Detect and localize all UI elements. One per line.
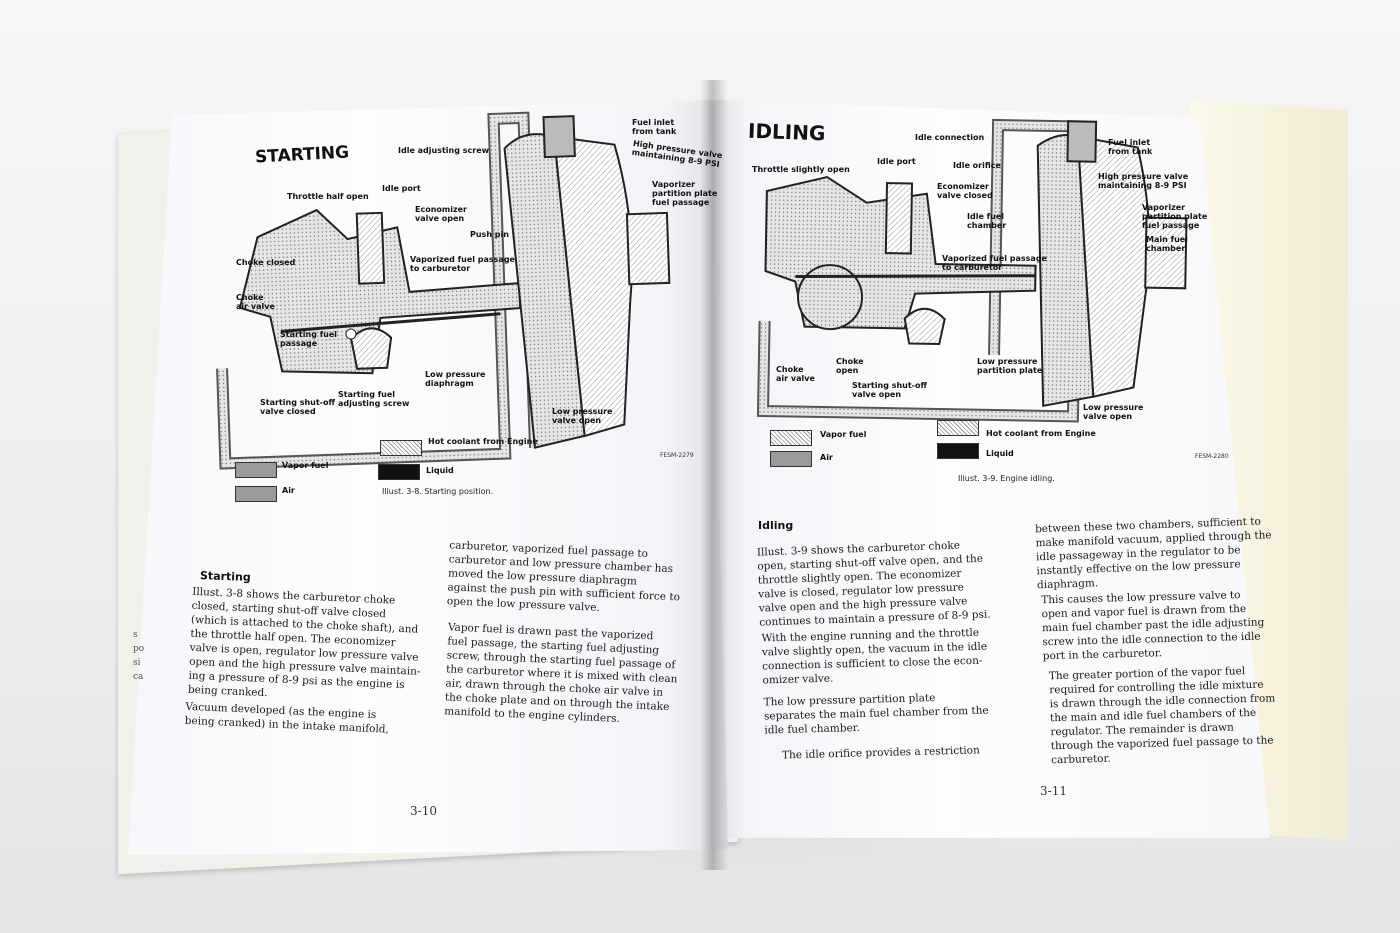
label-idle-port-right: Idle port bbox=[877, 157, 916, 166]
legend-liquid: Liquid bbox=[426, 466, 454, 475]
label-low-pressure-valve-open: Low pressure valve open bbox=[552, 407, 613, 425]
fig-code-right: FESM-2280 bbox=[1195, 453, 1229, 460]
label-idle-orifice: Idle orifice bbox=[953, 161, 1001, 170]
left-col2-para1: carburetor, vaporized fuel passage to ca… bbox=[446, 539, 681, 614]
label-idle-connection: Idle connection bbox=[915, 133, 985, 142]
legend-air-right: Air bbox=[820, 453, 833, 462]
label-throttle-slightly-open: Throttle slightly open bbox=[752, 165, 850, 174]
label-vaporized-passage: Vaporized fuel passage to carburetor bbox=[410, 255, 515, 273]
legend-hot-coolant: Hot coolant from Engine bbox=[428, 437, 538, 446]
right-col1-para3: The low pressure partition plate separat… bbox=[763, 691, 989, 737]
fig-code-left: FESM-2279 bbox=[660, 452, 694, 459]
heading-idling: IDLING bbox=[747, 118, 826, 146]
label-starting-fuel-passage: Starting fuel passage bbox=[280, 330, 338, 348]
label-idle-fuel-chamber: Idle fuel chamber bbox=[967, 212, 1007, 230]
legend-vapor-fuel: Vapor fuel bbox=[282, 461, 329, 470]
label-economizer-closed: Economizer valve closed bbox=[937, 182, 993, 200]
label-vaporizer-plate-right: Vaporizer partition plate fuel passage bbox=[1142, 203, 1208, 230]
right-col1-para2: With the engine running and the throttle… bbox=[761, 626, 988, 687]
label-idle-adjusting-screw: Idle adjusting screw bbox=[398, 146, 490, 155]
label-shutoff-open: Starting shut-off valve open bbox=[852, 381, 927, 399]
legend-vapor-fuel-right: Vapor fuel bbox=[820, 430, 867, 439]
subheading-idling: Idling bbox=[758, 519, 794, 532]
legend-swatch-air-right bbox=[770, 451, 812, 467]
label-choke-air-valve-right: Choke air valve bbox=[776, 365, 815, 383]
label-choke-closed: Choke closed bbox=[236, 258, 296, 267]
legend-air: Air bbox=[282, 486, 295, 495]
page-number-left: 3-10 bbox=[410, 804, 437, 818]
left-col2-para2: Vapor fuel is drawn past the vaporized f… bbox=[444, 621, 678, 725]
legend-swatch-liquid-right bbox=[937, 443, 979, 459]
label-fuel-inlet: Fuel inlet from tank bbox=[632, 118, 677, 136]
starting-diagram bbox=[216, 111, 671, 470]
right-col1-para1: Illust. 3-9 shows the carburetor choke o… bbox=[756, 539, 991, 629]
legend-hot-coolant-right: Hot coolant from Engine bbox=[986, 429, 1096, 438]
label-economizer-open: Economizer valve open bbox=[415, 205, 467, 223]
page-number-right: 3-11 bbox=[1040, 784, 1067, 798]
legend-swatch-hot-coolant bbox=[380, 440, 422, 456]
label-low-pressure-partition: Low pressure partition plate bbox=[977, 357, 1043, 375]
caption-left: Illust. 3-8. Starting position. bbox=[382, 487, 494, 496]
legend-swatch-vapor-fuel-right bbox=[770, 430, 812, 446]
caption-right: Illust. 3-9. Engine idling. bbox=[958, 474, 1055, 483]
label-shutoff-closed: Starting shut-off valve closed bbox=[260, 398, 335, 416]
label-choke-open: Choke open bbox=[836, 357, 864, 375]
label-starting-fuel-screw: Starting fuel adjusting screw bbox=[338, 390, 410, 408]
label-idle-port: Idle port bbox=[382, 184, 421, 193]
subheading-starting: Starting bbox=[199, 569, 251, 584]
legend-swatch-vapor-fuel bbox=[235, 462, 277, 478]
idling-diagram bbox=[756, 118, 1188, 423]
label-high-pressure-right: High pressure valve maintaining 8-9 PSI bbox=[1098, 172, 1189, 190]
right-col2-para3: The greater portion of the vapor fuel re… bbox=[1048, 665, 1276, 767]
label-low-pressure-valve-open-right: Low pressure valve open bbox=[1083, 403, 1144, 421]
label-push-pin: Push pin bbox=[470, 230, 509, 239]
label-fuel-inlet-right: Fuel inlet from tank bbox=[1108, 138, 1153, 156]
left-col1-para1: Illust. 3-8 shows the carburetor choke c… bbox=[187, 585, 421, 700]
legend-liquid-right: Liquid bbox=[986, 449, 1014, 458]
label-low-pressure-diaphragm: Low pressure diaphragm bbox=[425, 370, 486, 388]
label-main-fuel-chamber: Main fuel chamber bbox=[1146, 235, 1188, 253]
legend-swatch-liquid bbox=[378, 464, 420, 480]
right-col2-para2: This causes the low pressure valve to op… bbox=[1041, 589, 1265, 663]
label-vaporizer-plate: Vaporizer partition plate fuel passage bbox=[652, 180, 718, 207]
right-col2-para1: between these two chambers, sufficient t… bbox=[1034, 515, 1272, 592]
legend-swatch-hot-coolant-right bbox=[937, 420, 979, 436]
label-choke-air-valve: Choke air valve bbox=[236, 293, 275, 311]
legend-swatch-air bbox=[235, 486, 277, 502]
previous-page-fragment: s po si ca bbox=[133, 630, 145, 682]
label-vaporized-passage-right: Vaporized fuel passage to carburetor bbox=[942, 254, 1047, 272]
label-throttle-half-open: Throttle half open bbox=[287, 192, 369, 201]
book-gutter bbox=[700, 80, 728, 870]
